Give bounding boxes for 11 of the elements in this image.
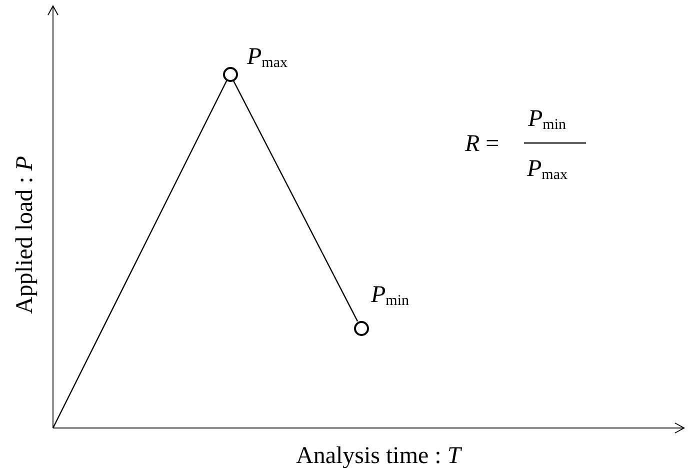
data-point-marker (222, 66, 238, 82)
load-curve-line (232, 80, 358, 322)
load-curve-line (52, 80, 228, 428)
formula-denominator: P$_{max}$ (527, 157, 568, 183)
point-label: P$_{max}$ (247, 45, 288, 71)
data-point-marker (354, 320, 368, 336)
axis-title: Applied load : P (13, 156, 37, 314)
formula-text: R = (465, 132, 500, 156)
point-label: P$_{min}$ (371, 283, 410, 309)
formula-numerator: P$_{min}$ (528, 107, 566, 133)
axis-title: Analysis time : T (296, 444, 461, 468)
